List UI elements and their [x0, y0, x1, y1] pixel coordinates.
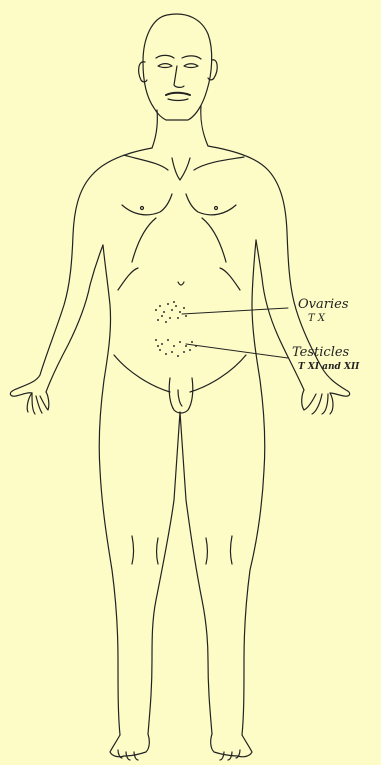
genitals — [169, 378, 193, 413]
testicles-leader-line — [186, 344, 288, 358]
left-hand — [27, 392, 49, 414]
right-leg-outer — [242, 470, 264, 735]
right-arm-inner — [256, 240, 304, 390]
testicles-label: Testicles — [292, 346, 349, 359]
testicles-region — [155, 339, 197, 357]
neck-right — [201, 106, 208, 146]
left-arm-outer — [10, 148, 152, 396]
left-arm-inner — [46, 245, 103, 392]
left-leg-inner — [148, 412, 180, 734]
torso-left — [99, 245, 110, 470]
right-hand — [302, 390, 333, 414]
left-foot — [110, 734, 149, 757]
neck-left — [152, 110, 157, 148]
right-leg-inner — [180, 412, 212, 734]
ovaries-leader-line — [182, 308, 288, 314]
testicles-segment-label: T XI and XII — [298, 363, 359, 372]
left-leg-outer — [100, 470, 120, 735]
ovaries-label: Ovaries — [298, 298, 349, 311]
right-ear — [208, 60, 217, 80]
ovaries-segment-label: T X — [308, 314, 325, 324]
ovaries-region — [155, 301, 187, 323]
